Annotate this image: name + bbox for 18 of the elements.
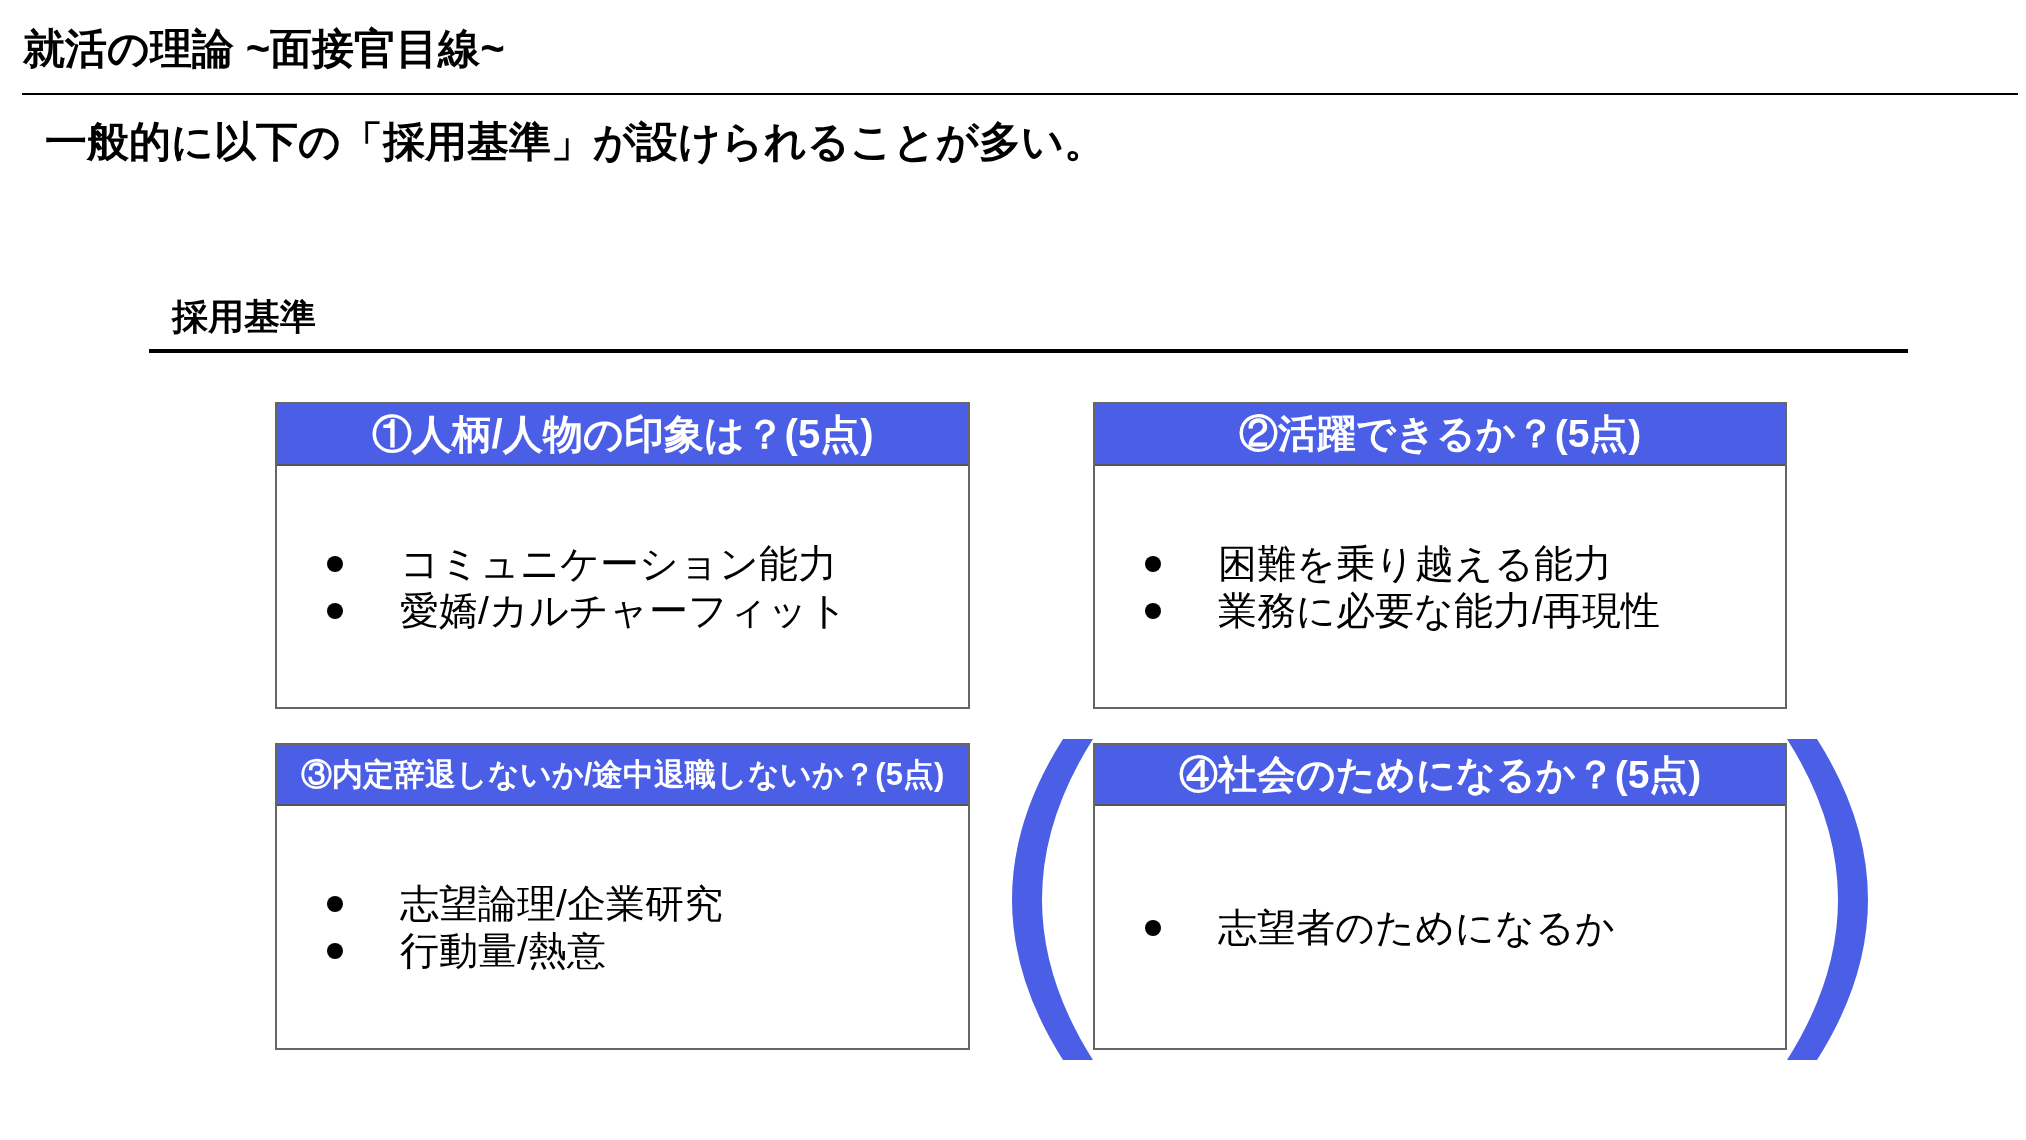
slide-title: 就活の理論 ~面接官目線~	[23, 24, 505, 74]
card-header: ②活躍できるか？(5点)	[1095, 404, 1785, 466]
list-item-text: 困難を乗り越える能力	[1218, 540, 1612, 587]
list-item-text: 愛嬌/カルチャーフィット	[400, 587, 848, 634]
card-header: ④社会のためになるか？(5点)	[1095, 745, 1785, 806]
criteria-card	[275, 743, 970, 1050]
list-item-text: 行動量/熱意	[400, 928, 606, 974]
list-item-text: 志望者のためになるか	[1218, 904, 1615, 951]
card-header: ③内定辞退しないか/途中退職しないか？(5点)	[277, 745, 968, 806]
list-item-text: コミュニケーション能力	[400, 540, 837, 587]
criteria-card	[1093, 743, 1787, 1050]
section-heading: 採用基準	[172, 295, 316, 339]
list-item-text: 業務に必要な能力/再現性	[1218, 587, 1660, 634]
criteria-card	[275, 402, 970, 709]
list-item-text: 志望論理/企業研究	[400, 881, 723, 927]
criteria-card	[1093, 402, 1787, 709]
subheading: 一般的に以下の「採用基準」が設けられることが多い。	[45, 117, 1106, 167]
card-header: ①人柄/人物の印象は？(5点)	[277, 404, 968, 466]
